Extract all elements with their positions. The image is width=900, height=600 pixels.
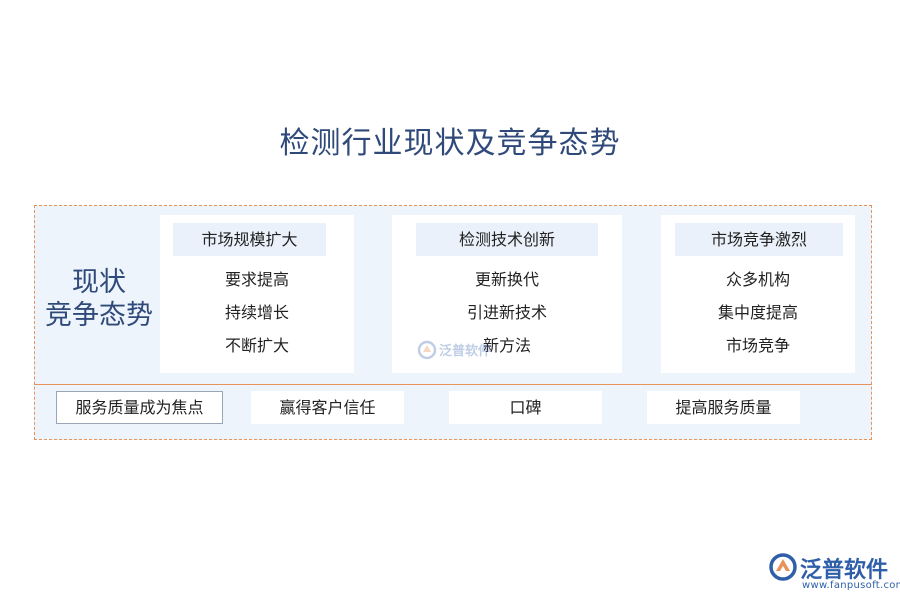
side-label: 现状 竞争态势 — [40, 266, 158, 332]
panel-tech-innovation: 检测技术创新 更新换代 引进新技术 新方法 — [392, 215, 622, 373]
panel-item: 新方法 — [482, 336, 531, 355]
bottom-item-customer-trust: 赢得客户信任 — [251, 391, 404, 424]
side-label-line1: 现状 — [72, 267, 126, 298]
brand-logo: 泛普软件 www.fanpusoft.com — [766, 552, 900, 598]
bottom-item-improve-quality: 提高服务质量 — [647, 391, 800, 424]
brand-name: 泛普软件 — [800, 558, 889, 583]
panel-heading: 市场竞争激烈 — [675, 223, 843, 256]
panel-item: 众多机构 — [725, 270, 790, 289]
panel-heading: 检测技术创新 — [416, 223, 598, 256]
fanpu-logo-icon — [769, 553, 797, 581]
panel-item: 引进新技术 — [466, 303, 547, 322]
panel-item: 不断扩大 — [224, 336, 289, 355]
fanpu-logo-icon — [417, 340, 437, 360]
page-title: 检测行业现状及竞争态势 — [279, 126, 621, 161]
panel-competition: 市场竞争激烈 众多机构 集中度提高 市场竞争 — [661, 215, 855, 373]
panel-heading: 市场规模扩大 — [173, 223, 326, 256]
watermark-text: 泛普软件 — [439, 344, 492, 359]
watermark: 泛普软件 — [417, 340, 497, 362]
bottom-item-reputation: 口碑 — [449, 391, 602, 424]
panel-item: 更新换代 — [474, 270, 539, 289]
bottom-item-service-focus: 服务质量成为焦点 — [56, 391, 223, 424]
panel-item: 持续增长 — [224, 303, 289, 322]
panel-item: 要求提高 — [224, 270, 289, 289]
side-label-line2: 竞争态势 — [45, 300, 153, 331]
panel-market-scale: 市场规模扩大 要求提高 持续增长 不断扩大 — [160, 215, 354, 373]
frame-divider — [34, 384, 872, 385]
panel-item: 市场竞争 — [725, 336, 790, 355]
panel-item: 集中度提高 — [717, 303, 798, 322]
brand-url: www.fanpusoft.com — [802, 580, 900, 591]
